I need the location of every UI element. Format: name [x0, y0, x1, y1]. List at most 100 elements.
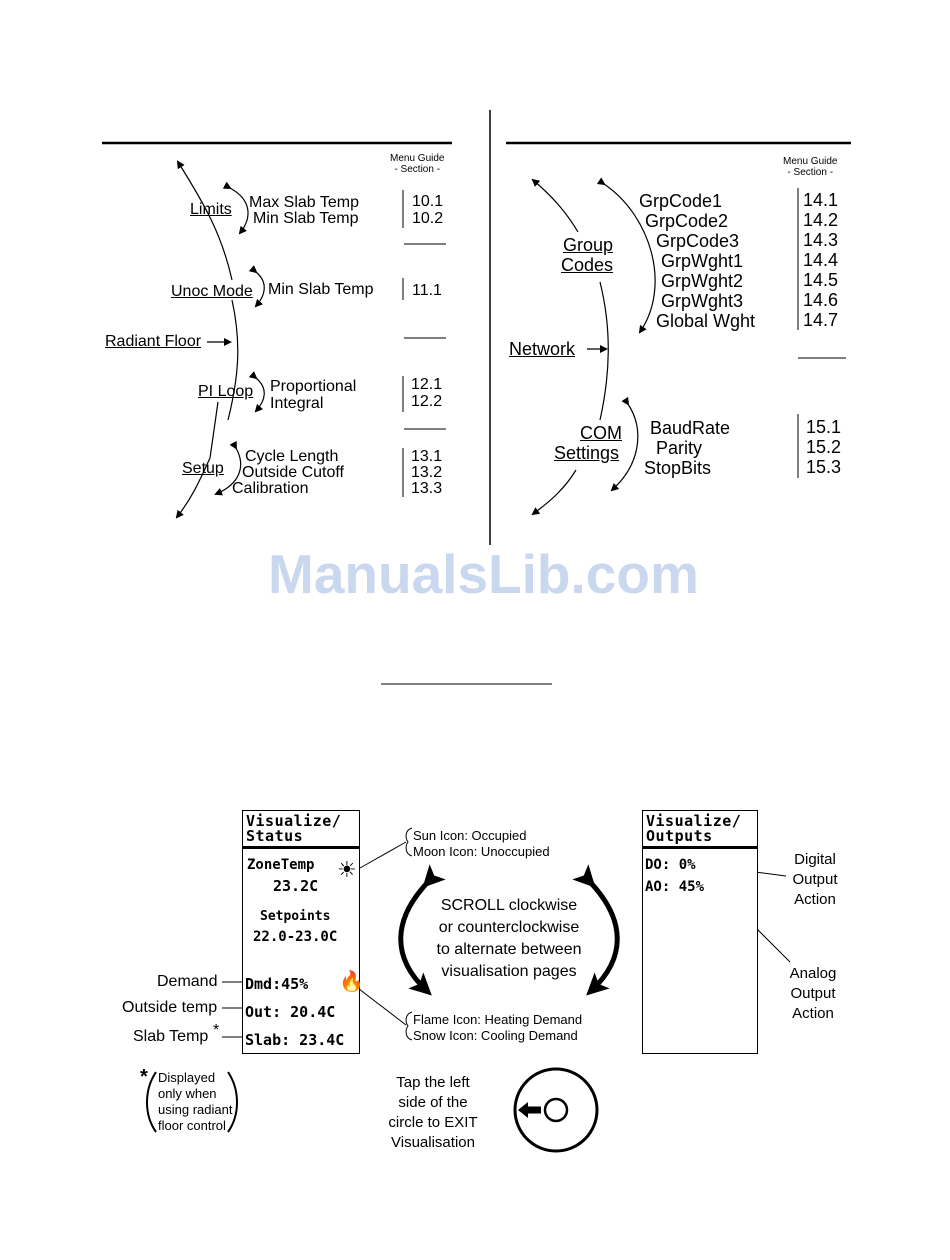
- footnote-line: only when: [158, 1086, 217, 1101]
- outside-temp-callout: Outside temp: [122, 999, 218, 1016]
- scroll-arrow-left: [398, 864, 446, 996]
- section-14-7: 14.7: [803, 310, 839, 330]
- digital-output-callout: Digital Output Action: [784, 850, 846, 910]
- right-spine-bottom: [531, 469, 577, 516]
- pi-loop-label: PI Loop: [198, 383, 254, 400]
- unoc-mode-label: Unoc Mode: [171, 283, 253, 300]
- moon-callout: Moon Icon: Unoccupied: [413, 844, 550, 859]
- stopbits: StopBits: [644, 458, 712, 478]
- analog-line: Action: [792, 1005, 834, 1022]
- section-10-2: 10.2: [412, 210, 444, 227]
- grpcode2: GrpCode2: [645, 211, 729, 231]
- grpcode3: GrpCode3: [656, 231, 740, 251]
- unoc-min-slab-temp: Min Slab Temp: [268, 281, 374, 298]
- max-slab-temp: Max Slab Temp: [249, 194, 359, 211]
- section-15-2: 15.2: [806, 437, 842, 457]
- zone-temp-value: 23.2C: [273, 877, 319, 895]
- demand-callout: Demand: [157, 973, 218, 990]
- right-spine-top: [531, 178, 579, 233]
- analog-line: Output: [790, 985, 836, 1002]
- slab-temp-callout: Slab Temp: [133, 1028, 209, 1045]
- scroll-line: to alternate between: [436, 941, 582, 958]
- zone-temp-label: ZoneTemp: [247, 857, 315, 873]
- left-section-label: Menu Guide - Section -: [390, 153, 444, 175]
- outside-value: Out: 20.4C: [245, 1003, 336, 1021]
- scroll-line: visualisation pages: [441, 963, 577, 980]
- flame-callout: Flame Icon: Heating Demand: [413, 1012, 583, 1027]
- analog-line: Analog: [789, 965, 837, 982]
- setpoints-value: 22.0-23.0C: [253, 929, 338, 945]
- section-14-4: 14.4: [803, 250, 839, 270]
- section-11-1: 11.1: [412, 282, 442, 299]
- scroll-instructions: SCROLL clockwise or counterclockwise to …: [420, 895, 598, 983]
- limits-label: Limits: [190, 201, 232, 218]
- left-spine-mid: [209, 401, 219, 459]
- group-codes-label-1: Group: [563, 235, 614, 255]
- footnote-line: floor control: [158, 1118, 226, 1133]
- network-label: Network: [509, 339, 576, 359]
- grpwght1: GrpWght1: [661, 251, 744, 271]
- integral: Integral: [270, 395, 324, 412]
- analog-output-callout: Analog Output Action: [782, 964, 844, 1024]
- exit-dial-inner: [543, 1097, 569, 1123]
- watermark: ManualsLib.com: [268, 543, 699, 605]
- demand-value: Dmd:45%: [245, 975, 309, 993]
- status-title-line-1: Visualize/: [246, 812, 342, 830]
- section-15-3: 15.3: [806, 457, 842, 477]
- scroll-line: or counterclockwise: [438, 919, 580, 936]
- grpwght2: GrpWght2: [661, 271, 744, 291]
- section-14-2: 14.2: [803, 210, 839, 230]
- section-12-1: 12.1: [411, 376, 443, 393]
- sun-icon: ☀: [337, 857, 357, 882]
- exit-line: Visualisation: [391, 1134, 475, 1151]
- baudrate: BaudRate: [650, 418, 731, 438]
- outputs-lcd-title: Visualize/ Outputs: [643, 811, 757, 849]
- ao-value: AO: 45%: [645, 879, 705, 895]
- section-10-1: 10.1: [412, 193, 444, 210]
- status-lcd-title: Visualize/ Status: [243, 811, 359, 849]
- setpoints-label: Setpoints: [260, 909, 331, 924]
- section-label: - Section -: [394, 164, 441, 175]
- global-wght: Global Wght: [656, 311, 756, 331]
- section-13-1: 13.1: [411, 448, 443, 465]
- grpcode1: GrpCode1: [639, 191, 723, 211]
- section-15-1: 15.1: [806, 417, 842, 437]
- unoc-sub-arrow: [248, 265, 265, 308]
- digital-line: Digital: [794, 851, 836, 868]
- scroll-line: SCROLL clockwise: [440, 897, 578, 914]
- calibration: Calibration: [232, 480, 309, 497]
- left-spine-bottom: [175, 457, 211, 519]
- exit-line: Tap the left: [396, 1074, 470, 1091]
- group-codes-label-2: Codes: [561, 255, 614, 275]
- flame-icon: 🔥: [339, 971, 364, 993]
- footnote-line: using radiant: [158, 1102, 233, 1117]
- proportional: Proportional: [270, 378, 357, 395]
- section-13-3: 13.3: [411, 480, 443, 497]
- setup-label: Setup: [182, 460, 224, 477]
- exit-line: circle to EXIT: [388, 1114, 478, 1131]
- status-title-line-2: Status: [246, 827, 304, 845]
- status-lcd-screen: Visualize/ Status ZoneTemp 23.2C ☀ Setpo…: [242, 810, 364, 1054]
- exit-dial-outer: [513, 1067, 599, 1153]
- section-14-1: 14.1: [803, 190, 839, 210]
- digital-line: Output: [792, 871, 838, 888]
- sun-callout: Sun Icon: Occupied: [413, 828, 527, 843]
- com-sub-arrow: [610, 396, 639, 492]
- footnote-text: Displayed only when using radiant floor …: [158, 1070, 232, 1134]
- right-section-label: Menu Guide - Section -: [783, 156, 837, 178]
- section-14-6: 14.6: [803, 290, 839, 310]
- exit-instructions: Tap the left side of the circle to EXIT …: [378, 1073, 488, 1153]
- min-slab-temp: Min Slab Temp: [253, 210, 359, 227]
- exit-line: side of the: [398, 1094, 468, 1111]
- section-label: - Section -: [787, 167, 834, 178]
- outputs-title-line-1: Visualize/: [646, 812, 742, 830]
- right-spine: [599, 281, 609, 421]
- com-settings-label-1: COM: [580, 423, 622, 443]
- snow-callout: Snow Icon: Cooling Demand: [413, 1028, 578, 1043]
- left-spine-top: [176, 160, 233, 281]
- section-14-5: 14.5: [803, 270, 839, 290]
- footnote-line: Displayed: [158, 1070, 216, 1085]
- footnote-asterisk: *: [140, 1066, 148, 1088]
- left-spine: [227, 299, 239, 421]
